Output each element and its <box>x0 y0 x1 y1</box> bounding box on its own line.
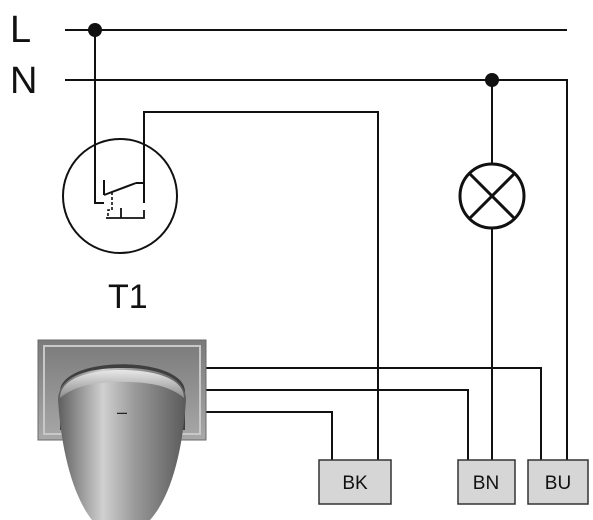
terminal-bk: BK <box>318 459 392 505</box>
switch-contact-lever <box>103 182 137 196</box>
device-body <box>58 368 186 520</box>
switch-feed-wire <box>94 30 104 204</box>
terminal-bn-label: BN <box>473 473 499 494</box>
neutral-drop-wire <box>492 79 568 460</box>
lamp <box>458 80 526 460</box>
device-mark: – <box>117 402 127 422</box>
motion-sensor-device: – <box>37 339 207 520</box>
terminal-bk-label: BK <box>342 473 368 494</box>
device-lead-bk <box>205 411 333 460</box>
live-line-label: L <box>10 9 31 51</box>
actuator-symbol <box>106 210 145 219</box>
switch-output-wire <box>143 111 379 460</box>
terminal-bu-label: BU <box>545 473 571 494</box>
pushbutton-switch-t1 <box>62 30 379 460</box>
terminal-bn: BN <box>457 459 516 505</box>
switch-label: T1 <box>108 278 148 316</box>
device-lead-bu <box>205 367 542 460</box>
lamp-cross-b <box>467 171 517 221</box>
device-cap <box>60 370 184 398</box>
terminal-bu: BU <box>527 459 589 505</box>
switch-circle <box>62 138 178 254</box>
neutral-line-label: N <box>10 60 37 102</box>
device-lead-bn <box>205 389 469 460</box>
